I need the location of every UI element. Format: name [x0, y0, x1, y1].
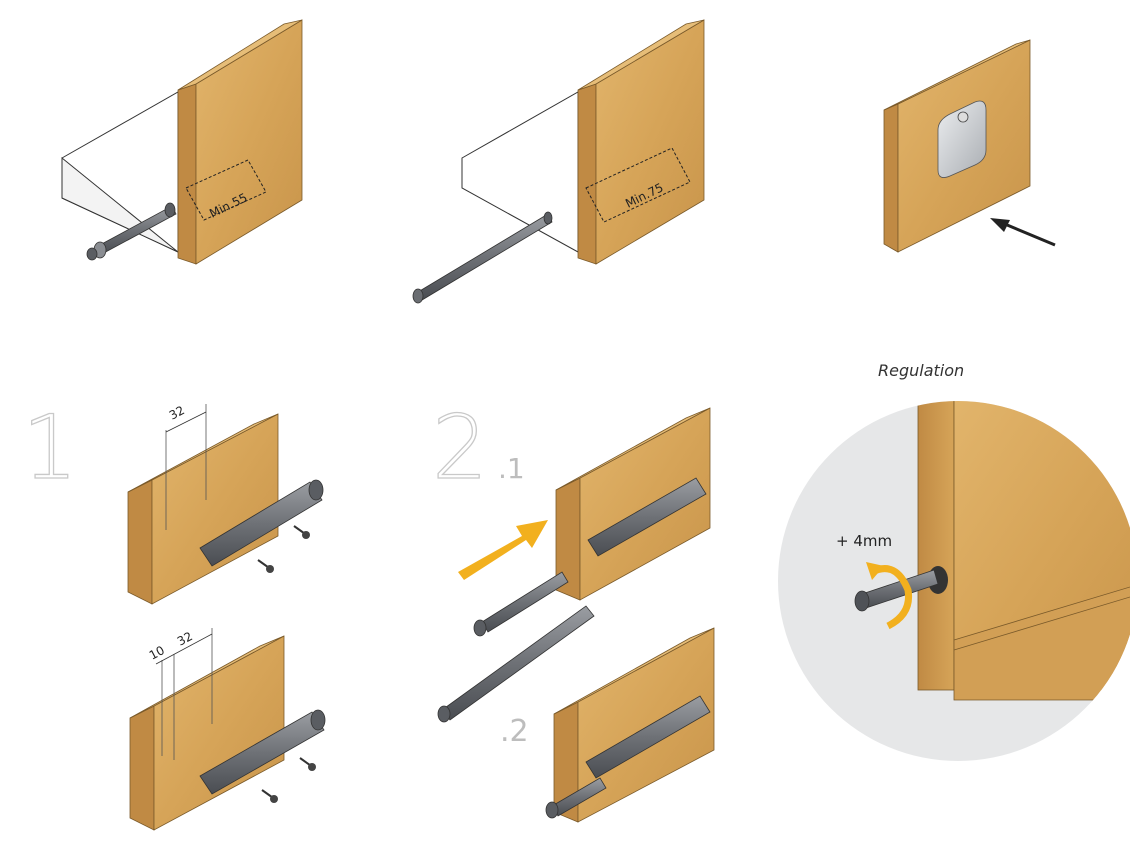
door-top [883, 39, 1031, 111]
step2-2-illustration [545, 627, 715, 823]
screw-icon [957, 111, 969, 123]
strike-plate [937, 100, 987, 178]
door-front [579, 407, 711, 601]
regulation-label: Regulation [878, 361, 964, 380]
push-latch-long [437, 605, 595, 723]
door-front [595, 19, 705, 265]
push-arrow-icon [990, 218, 1056, 247]
door-top [577, 19, 705, 91]
shelf [953, 583, 1130, 701]
step1-upper-illustration: 32 [127, 403, 324, 605]
screw-icon [299, 757, 316, 771]
rotate-arrow-icon [870, 565, 913, 630]
screw-icon [261, 789, 278, 803]
door-edge [917, 401, 955, 691]
cabinet-side-panel [461, 91, 579, 253]
regulation-illustration: + 4mm [778, 401, 1130, 761]
step-2-2-label: .2 [500, 714, 529, 749]
yellow-arrow-icon [458, 520, 548, 580]
latch-housing [199, 711, 325, 795]
latch-housing [585, 695, 711, 779]
min-zone-outline [185, 159, 267, 221]
dim-32-label: 32 [175, 629, 195, 649]
rotate-arrowhead [866, 562, 884, 580]
door-front [195, 19, 303, 265]
step2-1-illustration [437, 407, 711, 723]
step1-lower-illustration: 10 32 [129, 628, 326, 831]
push-latch-short [473, 571, 569, 637]
step-2-number: 2 [432, 396, 488, 499]
door-front [151, 413, 279, 605]
door-edge [177, 83, 197, 265]
top-right-illustration [883, 39, 1056, 253]
plus-4mm-label: + 4mm [836, 532, 892, 550]
screw-icon [257, 559, 274, 573]
door-edge [129, 705, 155, 831]
push-latch-short [86, 202, 177, 261]
top-middle-illustration: Min.75 [412, 19, 705, 304]
door-front [153, 635, 285, 831]
door-top [129, 635, 285, 719]
door-top [177, 19, 303, 91]
screw-icon [293, 525, 310, 539]
door-front [577, 627, 715, 823]
door-edge [883, 103, 899, 253]
door-edge [127, 479, 153, 605]
door-top [555, 407, 711, 491]
step-1-number: 1 [22, 396, 78, 499]
latch-housing [199, 481, 323, 567]
door-top [127, 413, 279, 493]
latch-housing [587, 477, 707, 557]
step-2-1-label: .1 [498, 452, 525, 485]
push-latch-long [412, 211, 553, 304]
door-top [553, 627, 715, 715]
min-zone-outline [585, 147, 691, 223]
door-edge [577, 83, 597, 265]
top-left-illustration: Min.55 [61, 19, 303, 265]
dim-10-label: 10 [147, 643, 167, 663]
dim-32-label: 32 [167, 403, 187, 423]
